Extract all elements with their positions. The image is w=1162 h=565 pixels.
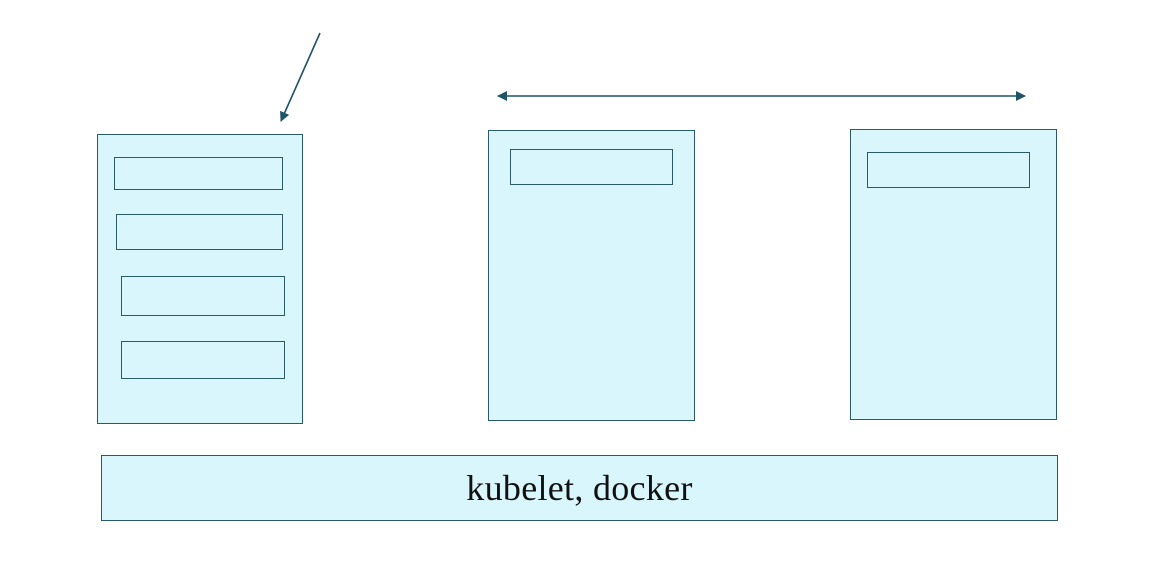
base-layer-box: kubelet, docker xyxy=(101,455,1058,521)
container-1 xyxy=(114,157,283,190)
container-middle xyxy=(510,149,673,185)
pod-box-right xyxy=(850,129,1057,420)
container-right xyxy=(867,152,1030,188)
container-3 xyxy=(121,276,285,316)
pod-box-middle xyxy=(488,130,695,421)
pod-box-left xyxy=(97,134,303,424)
container-2 xyxy=(116,214,283,250)
base-layer-label: kubelet, docker xyxy=(466,468,693,508)
container-4 xyxy=(121,341,285,379)
diagonal-arrow xyxy=(280,32,321,122)
